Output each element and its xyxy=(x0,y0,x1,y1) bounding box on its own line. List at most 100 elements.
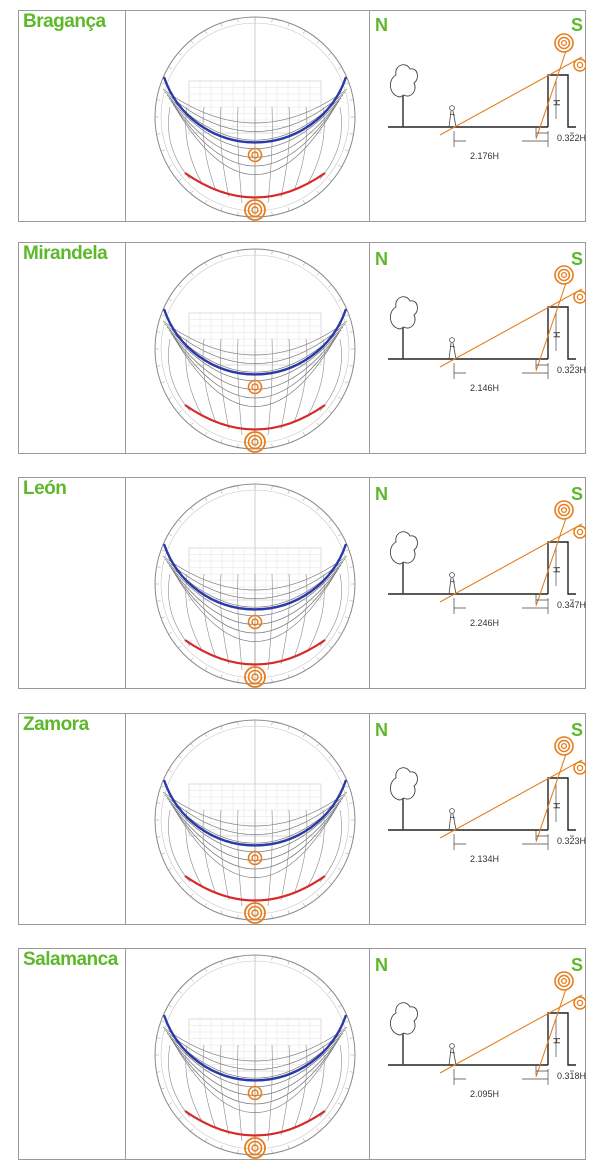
setback-label: 0.323H xyxy=(557,365,586,375)
hour-line xyxy=(202,573,217,659)
degree-tick xyxy=(316,893,320,897)
hour-line xyxy=(168,338,191,412)
hour-line xyxy=(319,338,342,412)
degree-tick xyxy=(349,566,354,568)
degree-tick xyxy=(316,422,320,426)
sun-position-icon xyxy=(247,850,263,866)
degree-tick xyxy=(316,190,320,194)
degree-tick xyxy=(237,485,239,490)
shadow-dimension-line xyxy=(453,598,549,614)
summer-sun-ray xyxy=(535,988,567,1078)
degree-tick xyxy=(178,519,182,523)
hour-line xyxy=(168,1044,191,1118)
sun-path-group xyxy=(154,719,356,924)
degree-tick xyxy=(287,22,290,27)
degree-tick xyxy=(220,207,223,212)
hour-line xyxy=(220,338,230,430)
degree-tick xyxy=(316,507,320,511)
section-drawing xyxy=(388,33,586,147)
degree-tick xyxy=(271,1149,273,1154)
sun-position-icon xyxy=(244,902,266,924)
divider xyxy=(369,478,370,688)
degree-tick xyxy=(168,533,172,537)
sun-path-diagram xyxy=(154,483,356,688)
hour-line xyxy=(280,809,290,901)
sun-path-group xyxy=(154,483,356,688)
degree-tick xyxy=(168,396,172,400)
hour-line xyxy=(202,809,217,895)
winter-sun-ray xyxy=(439,288,583,368)
hour-line xyxy=(319,809,342,883)
solstice-sun-path xyxy=(184,639,326,666)
solar-section-diagram: 2.146H 0.323H H xyxy=(388,265,586,393)
winter-sun-icon xyxy=(573,58,586,72)
degree-tick xyxy=(287,960,290,965)
setback-label: 0.322H xyxy=(557,133,586,143)
degree-tick xyxy=(328,410,332,414)
degree-tick xyxy=(302,200,306,204)
degree-tick xyxy=(338,1102,342,1106)
hour-line xyxy=(237,573,243,671)
degree-tick xyxy=(190,422,194,426)
degree-tick xyxy=(287,439,290,444)
degree-tick xyxy=(349,99,354,101)
hour-line xyxy=(237,1044,243,1142)
city-name: León xyxy=(23,478,67,499)
degree-tick xyxy=(345,549,350,552)
winter-sun-ray xyxy=(439,56,583,136)
divider xyxy=(369,243,370,453)
person-icon xyxy=(448,1043,457,1066)
shadow-dimension-line xyxy=(453,834,549,850)
degree-tick xyxy=(220,910,223,915)
shadow-length-label: 2.095H xyxy=(470,1089,499,1099)
south-label: S xyxy=(571,484,584,504)
hour-line xyxy=(293,809,308,895)
north-label: N xyxy=(375,720,388,740)
degree-tick xyxy=(345,785,350,788)
degree-tick xyxy=(156,802,161,804)
degree-tick xyxy=(237,721,239,726)
building-outline xyxy=(547,74,576,128)
degree-tick xyxy=(168,769,172,773)
divider xyxy=(125,243,126,453)
degree-tick xyxy=(160,785,165,788)
degree-tick xyxy=(287,254,290,259)
sun-path-group xyxy=(154,954,356,1159)
summer-sun-icon xyxy=(554,500,574,520)
degree-tick xyxy=(190,743,194,747)
degree-tick xyxy=(271,678,273,683)
degree-tick xyxy=(156,566,161,568)
degree-tick xyxy=(345,616,350,619)
south-label: S xyxy=(571,720,584,740)
tree-icon xyxy=(390,767,418,830)
location-panel-leon: León N S 2.246H 0.347H H xyxy=(18,477,586,689)
divider xyxy=(125,11,126,221)
degree-tick xyxy=(168,298,172,302)
hour-line xyxy=(293,1044,308,1130)
degree-tick xyxy=(204,903,208,907)
solar-section-diagram: 2.095H 0.318H H xyxy=(388,971,586,1099)
degree-tick xyxy=(271,721,273,726)
degree-tick xyxy=(178,52,182,56)
location-panel-salamanca: Salamanca N S 2.095H 0.318H H xyxy=(18,948,586,1160)
north-label: N xyxy=(375,15,388,35)
sun-path-group xyxy=(154,248,356,453)
degree-tick xyxy=(220,1145,223,1150)
degree-tick xyxy=(287,910,290,915)
hour-line xyxy=(293,338,308,424)
tree-icon xyxy=(390,64,418,127)
shadow-dimension-line xyxy=(453,1069,549,1085)
north-label: N xyxy=(375,955,388,975)
degree-tick xyxy=(349,836,354,838)
summer-sun-ray xyxy=(535,282,567,372)
setback-dimension-line xyxy=(535,830,574,840)
degree-tick xyxy=(338,769,342,773)
degree-tick xyxy=(168,66,172,70)
building-outline xyxy=(547,777,576,831)
sun-position-icon xyxy=(247,147,263,163)
degree-tick xyxy=(345,852,350,855)
degree-tick xyxy=(316,978,320,982)
hour-line xyxy=(319,1044,342,1118)
degree-tick xyxy=(328,284,332,288)
degree-tick xyxy=(328,881,332,885)
